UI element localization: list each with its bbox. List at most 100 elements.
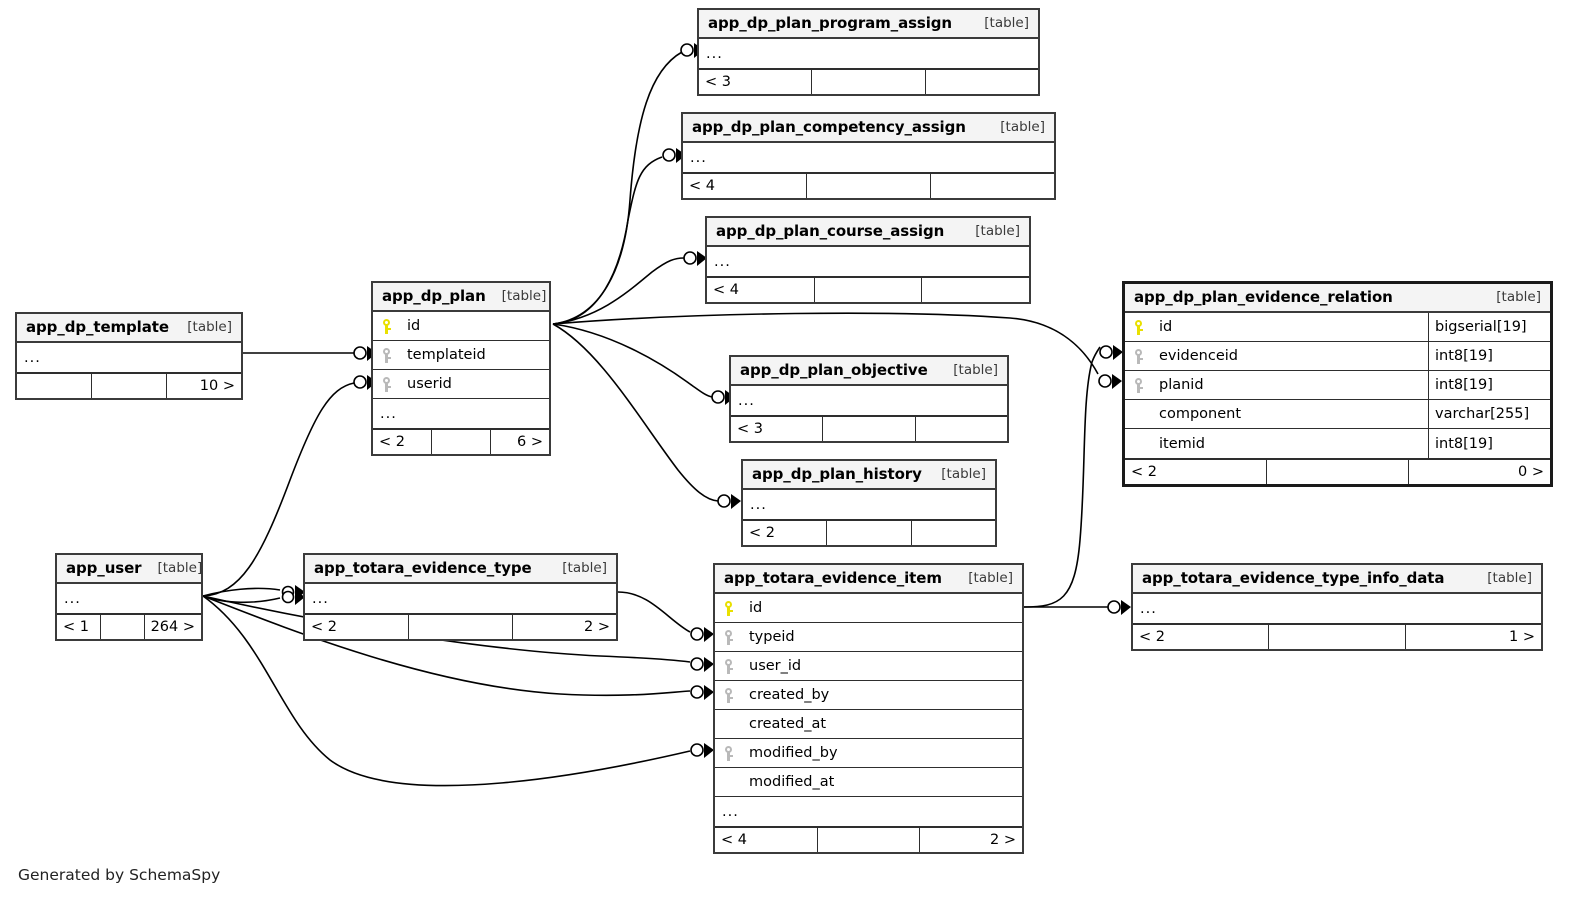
column-row-ellipsis: ... <box>683 143 1054 172</box>
edge-template-to-plan-templateid <box>243 346 377 361</box>
table-type-tag: [table] <box>1487 570 1532 586</box>
table-header-app_dp_plan_program_assign: app_dp_plan_program_assign[table] <box>699 10 1038 39</box>
footer-spacer <box>826 521 910 545</box>
column-name: ... <box>722 803 739 820</box>
column-type: int8[19] <box>1428 371 1550 399</box>
column-row-ellipsis: ... <box>707 247 1029 276</box>
column-name: itemid <box>1159 435 1205 452</box>
footer-spacer <box>1268 625 1404 649</box>
table-type-tag: [table] <box>1496 289 1541 305</box>
column-name: typeid <box>749 629 795 645</box>
column-name: user_id <box>749 658 802 674</box>
parent-count: < 3 <box>705 74 731 90</box>
table-title: app_dp_plan_evidence_relation <box>1134 288 1393 306</box>
column-name: evidenceid <box>1159 348 1238 364</box>
parent-count: < 4 <box>721 832 747 848</box>
edge-user-to-evidence-type-b <box>202 590 305 605</box>
table-title: app_user <box>66 559 142 577</box>
footer-spacer <box>91 374 166 398</box>
child-count: 264 > <box>143 615 201 639</box>
table-title: app_dp_plan_competency_assign <box>692 118 966 136</box>
foreign-key-icon <box>1125 377 1151 393</box>
table-type-tag: [table] <box>1000 119 1045 135</box>
table-header-app_dp_plan_competency_assign: app_dp_plan_competency_assign [table] <box>683 114 1054 143</box>
column-row: planid int8[19] <box>1125 371 1550 400</box>
column-row: userid <box>373 370 549 399</box>
parent-count: < 2 <box>749 525 775 541</box>
column-name: modified_by <box>749 745 838 761</box>
table-type-tag: [table] <box>562 560 607 576</box>
table-type-tag: [table] <box>984 15 1029 31</box>
table-app_dp_plan_program_assign[interactable]: app_dp_plan_program_assign[table]... < 3 <box>697 8 1040 96</box>
table-footer-app_dp_plan_history: < 2 <box>743 519 995 545</box>
column-name: ... <box>64 590 81 607</box>
child-count: 2 > <box>919 828 1022 852</box>
table-footer-app_dp_plan_program_assign: < 3 <box>699 68 1038 94</box>
child-count <box>921 278 1029 302</box>
table-header-app_totara_evidence_type: app_totara_evidence_type[table] <box>305 555 616 584</box>
footer-spacer <box>806 174 930 198</box>
table-type-tag: [table] <box>975 223 1020 239</box>
column-row: modified_by <box>715 739 1022 768</box>
column-name: planid <box>1159 377 1204 393</box>
table-app_dp_plan_competency_assign[interactable]: app_dp_plan_competency_assign [table]...<… <box>681 112 1056 200</box>
table-app_dp_plan_course_assign[interactable]: app_dp_plan_course_assign[table]...< 4 <box>705 216 1031 304</box>
column-name: created_by <box>749 687 830 703</box>
table-footer-app_dp_plan_competency_assign: < 4 <box>683 172 1054 198</box>
column-row-ellipsis: ... <box>731 386 1007 415</box>
table-type-tag: [table] <box>187 319 232 335</box>
edge-plan-to-history <box>552 323 741 509</box>
column-row: user_id <box>715 652 1022 681</box>
column-name: templateid <box>407 347 486 363</box>
child-count: 1 > <box>1404 625 1541 649</box>
foreign-key-icon <box>373 347 399 363</box>
footer-spacer <box>431 430 490 454</box>
edge-evidence-type-to-evidence-item-typeid <box>617 591 714 642</box>
column-row-ellipsis: ... <box>57 584 201 613</box>
parent-count: < 2 <box>1131 464 1157 480</box>
footer-spacer <box>811 70 924 94</box>
edge-plan-to-competency-assign <box>552 148 686 325</box>
table-type-tag: [table] <box>941 466 986 482</box>
edge-user-to-evidence-type <box>202 585 305 600</box>
child-count: 10 > <box>166 374 241 398</box>
child-count: 2 > <box>512 615 616 639</box>
footer-spacer <box>99 615 144 639</box>
foreign-key-icon <box>715 629 741 645</box>
column-type: bigserial[19] <box>1428 313 1550 341</box>
column-name: id <box>1159 319 1173 335</box>
column-name: ... <box>750 496 767 513</box>
table-columns: ... <box>699 39 1038 68</box>
table-header-app_user: app_user[table] <box>57 555 202 584</box>
table-app_dp_plan_history[interactable]: app_dp_plan_history[table]...< 2 <box>741 459 997 547</box>
table-app_dp_template[interactable]: app_dp_template[table]...10 > <box>15 312 243 400</box>
foreign-key-icon <box>1125 348 1151 364</box>
column-row-ellipsis: ... <box>699 39 1038 68</box>
table-app_dp_plan_objective[interactable]: app_dp_plan_objective[table]...< 3 <box>729 355 1009 443</box>
child-count: 0 > <box>1408 460 1550 484</box>
table-columns: ... <box>17 343 241 372</box>
column-row: created_at <box>715 710 1022 739</box>
column-name: created_at <box>749 716 827 732</box>
column-name: ... <box>714 253 731 270</box>
column-row-ellipsis: ... <box>743 490 995 519</box>
parent-count: < 2 <box>379 434 405 450</box>
table-app_totara_evidence_type_info_data[interactable]: app_totara_evidence_type_info_data [table… <box>1131 563 1543 651</box>
table-type-tag: [table] <box>968 570 1013 586</box>
table-title: app_totara_evidence_type_info_data <box>1142 569 1445 587</box>
parent-count: < 2 <box>1139 629 1165 645</box>
table-columns: ... <box>707 247 1029 276</box>
table-app_dp_plan_evidence_relation[interactable]: app_dp_plan_evidence_relation [table] id bi… <box>1122 281 1553 487</box>
parent-count: < 3 <box>737 421 763 437</box>
